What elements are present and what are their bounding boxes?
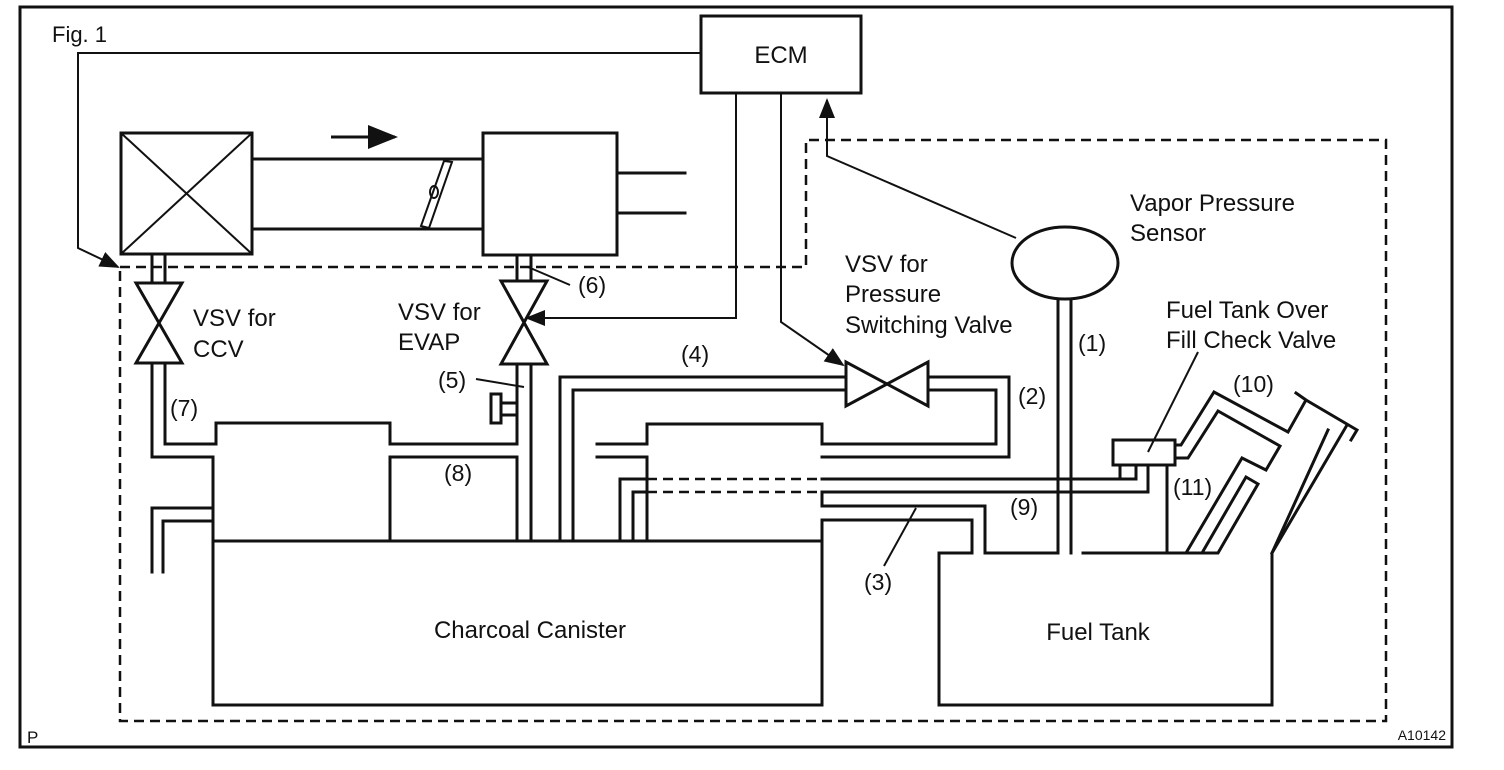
ecm-label: ECM: [754, 42, 807, 69]
vsv-pressure-label-2: Pressure: [845, 281, 941, 308]
callout-5-leader: [475, 378, 525, 388]
ecm-wire-vsv-ccv: [77, 52, 701, 268]
vsv-evap-label-2: EVAP: [398, 329, 460, 356]
vsv-pressure-label-1: VSV for: [845, 251, 928, 278]
figure-title: Fig. 1: [52, 22, 107, 47]
breather-tube-11: [1165, 408, 1283, 555]
callout-1: (1): [1078, 330, 1106, 356]
callout-11: (11): [1173, 474, 1212, 500]
check-valve-label-2: Fill Check Valve: [1166, 327, 1336, 354]
callout-6-leader: [527, 266, 571, 286]
vsv-evap-label-1: VSV for: [398, 299, 481, 326]
tube-3: [820, 490, 1060, 555]
callout-6: (6): [578, 272, 606, 298]
canister-upper-chamber: [211, 362, 545, 543]
fuel-tank: [937, 428, 1330, 707]
tube-5-filter: [489, 392, 503, 425]
callout-8: (8): [444, 460, 472, 486]
callout-3-leader: [883, 507, 917, 567]
vapor-pressure-sensor: [1010, 225, 1120, 301]
vsv-ccv-label-1: VSV for: [193, 305, 276, 332]
vsv-pressure-switching-valve-icon: [844, 359, 930, 409]
dashed-boundary-main: [118, 138, 1388, 723]
figure-frame: [18, 5, 1454, 749]
vsv-ccv-label-2: CCV: [193, 336, 244, 363]
callout-9: (9): [1010, 494, 1038, 520]
vsv-pressure-label-3: Switching Valve: [845, 312, 1013, 339]
ecm-wire-vsv-evap: [525, 93, 737, 326]
throttle-valve-icon: [419, 159, 454, 230]
callout-3: (3): [864, 569, 892, 595]
intake-manifold: [481, 131, 619, 257]
tube-7: [150, 361, 215, 459]
callout-4: (4): [681, 341, 709, 367]
callout-5: (5): [438, 367, 466, 393]
vapor-pressure-sensor-label-1: Vapor Pressure: [1130, 190, 1295, 217]
canister-vent-pipe: [150, 506, 215, 574]
sensor-wire-to-ecm: [819, 98, 1017, 239]
air-cleaner: [119, 131, 254, 256]
fuel-tank-label: Fuel Tank: [1046, 619, 1151, 646]
tube-9: [618, 463, 1150, 543]
filler-neck-10: [1173, 390, 1360, 556]
vapor-pressure-sensor-label-2: Sensor: [1130, 220, 1206, 247]
charcoal-canister: [211, 539, 824, 707]
callout-10: (10): [1233, 371, 1274, 397]
corner-mark: P: [27, 728, 38, 747]
charcoal-canister-label: Charcoal Canister: [434, 617, 626, 644]
check-valve-leader: [1147, 351, 1199, 453]
vsv-ccv-valve-icon: [133, 252, 185, 365]
tube-2: [595, 375, 1011, 543]
ecm-wire-vsv-pressure: [780, 93, 845, 367]
tube-4: [558, 375, 848, 543]
reference-code: A10142: [1398, 727, 1446, 743]
callout-2: (2): [1018, 383, 1046, 409]
check-valve-label-1: Fuel Tank Over: [1166, 297, 1328, 324]
over-fill-check-valve: [1111, 438, 1177, 481]
callout-7: (7): [170, 395, 198, 421]
breather-inner-tube: [1199, 474, 1261, 555]
